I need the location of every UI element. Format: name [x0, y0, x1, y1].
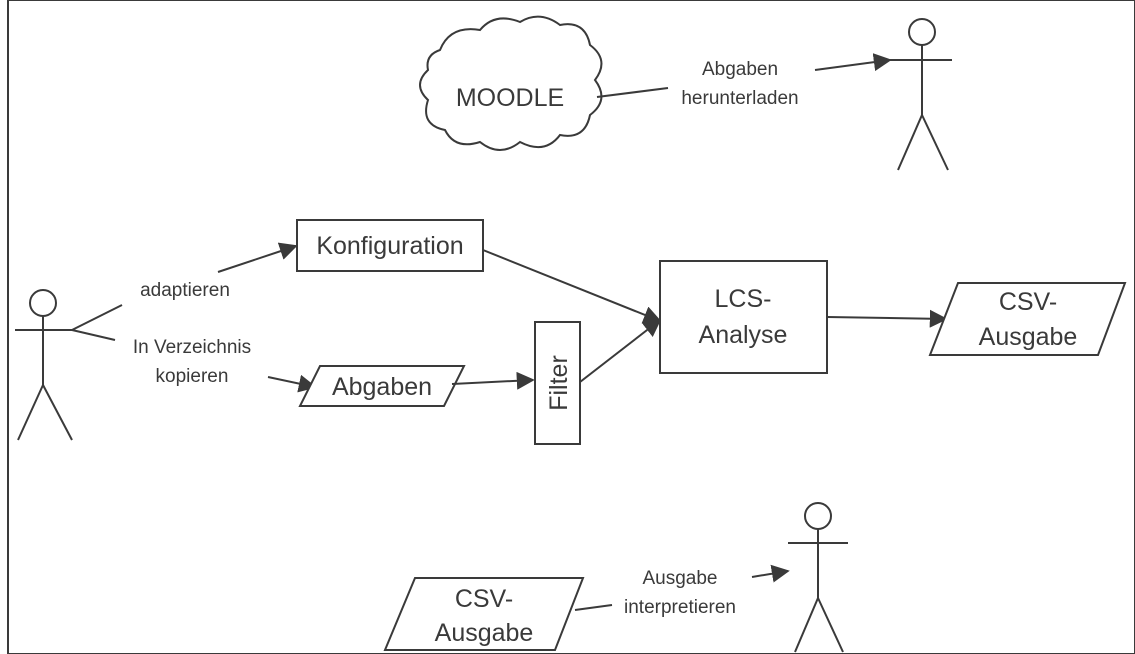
interpret-arrow — [751, 564, 790, 583]
copy-arrow — [267, 374, 317, 393]
diagram-frame — [7, 0, 1135, 654]
csv-output: CSV- Ausgabe — [928, 282, 1127, 356]
moodle-cloud: MOODLE — [419, 15, 603, 151]
abgaben-label: Abgaben — [332, 373, 432, 401]
moodle-label: MOODLE — [456, 84, 564, 112]
filter-label: Filter — [545, 355, 573, 411]
copy-line — [71, 329, 116, 341]
actor-top-right — [890, 18, 952, 171]
konfiguration-box: Konfiguration — [296, 219, 484, 272]
csv-input: CSV- Ausgabe — [383, 577, 585, 651]
interpret-label-line2: interpretieren — [624, 597, 736, 618]
csv-output-label-line1: CSV- — [999, 288, 1057, 316]
download-arrow — [814, 53, 892, 72]
actor-left — [15, 289, 73, 441]
lcs-label-line2: Analyse — [699, 321, 788, 349]
download-label-line1: Abgaben — [702, 59, 778, 80]
copy-label-line1: In Verzeichnis — [133, 337, 251, 358]
abgaben-input: Abgaben — [298, 365, 466, 407]
moodle-link-line — [596, 87, 669, 98]
csv-input-label-line1: CSV- — [455, 585, 513, 613]
copy-label-line2: kopieren — [156, 366, 229, 387]
adapt-label: adaptieren — [140, 280, 230, 301]
lcs-analyse-box: LCS- Analyse — [659, 260, 828, 374]
abgaben-to-filter-arrow — [451, 371, 535, 390]
filter-to-lcs-arrow — [579, 318, 662, 383]
lcs-label-line1: LCS- — [715, 285, 772, 313]
konfiguration-label: Konfiguration — [316, 232, 463, 260]
actor-bottom-right — [788, 502, 848, 653]
konfig-to-lcs-arrow — [482, 249, 662, 324]
filter-box: Filter — [534, 321, 581, 445]
download-label-line2: herunterladen — [681, 88, 798, 109]
csv-output-label-line2: Ausgabe — [979, 323, 1078, 351]
lcs-to-csv-arrow — [826, 309, 948, 328]
adapt-line — [71, 304, 123, 331]
csv-input-label-line2: Ausgabe — [435, 619, 534, 647]
interpret-label-line1: Ausgabe — [642, 568, 717, 589]
adapt-arrow — [217, 242, 298, 273]
interpret-line — [574, 604, 613, 611]
